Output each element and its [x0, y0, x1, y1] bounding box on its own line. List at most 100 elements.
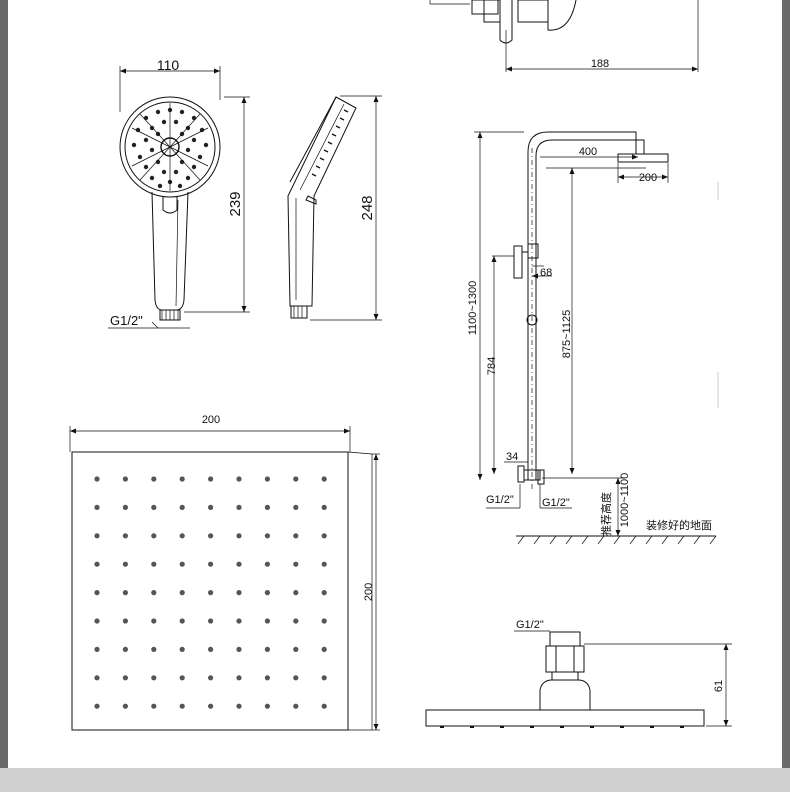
spray-nozzle [236, 533, 242, 539]
spray-nozzle [293, 646, 299, 653]
spray-nozzle [179, 618, 185, 624]
spray-nozzle [151, 646, 157, 653]
spray-nozzle [208, 561, 214, 567]
spray-nozzle [122, 533, 128, 539]
dim-handshower-height-side: 248 [359, 195, 376, 220]
spray-nozzle [151, 533, 157, 539]
spray-nozzle [122, 618, 128, 624]
spray-nozzle [264, 504, 270, 510]
dim-handshower-width: 110 [157, 57, 180, 73]
spray-nozzle [264, 703, 270, 709]
label-head-thread: G1/2" [516, 619, 544, 631]
spray-nozzle [293, 703, 299, 709]
spray-nozzle [122, 561, 128, 567]
spray-nozzle [94, 504, 100, 510]
spray-nozzle [94, 618, 100, 624]
dim-column-height: 1100~1300 [467, 281, 479, 336]
spray-nozzle [236, 590, 242, 596]
spray-nozzle [179, 561, 185, 567]
spray-nozzle [293, 561, 299, 567]
spray-nozzle [293, 533, 299, 539]
spray-nozzle [293, 675, 299, 681]
label-finished-floor: 装修好的地面 [646, 518, 712, 532]
spray-nozzle [179, 476, 185, 482]
spray-nozzle [293, 590, 299, 596]
handshower-side-view: 248 [287, 95, 382, 321]
spray-nozzle [321, 476, 327, 482]
spray-nozzle [264, 561, 270, 567]
top-valve-view: 188 [429, 0, 699, 72]
spray-nozzle [151, 618, 157, 624]
spray-nozzle [208, 533, 214, 539]
spray-nozzle [122, 646, 128, 653]
spray-nozzle [321, 675, 327, 681]
spray-nozzle [236, 646, 242, 653]
spray-nozzle [293, 618, 299, 624]
spray-nozzle [293, 504, 299, 510]
spray-nozzle [236, 476, 242, 482]
spray-nozzle [208, 646, 214, 653]
spray-nozzle [264, 675, 270, 681]
handshower-front-view: 110 [108, 57, 250, 329]
dim-head-width-side: 200 [639, 172, 657, 184]
spray-nozzle [94, 476, 100, 482]
spray-nozzle [94, 533, 100, 539]
spray-nozzle [151, 590, 157, 596]
spray-nozzle [151, 703, 157, 709]
spray-nozzle [321, 703, 327, 709]
spray-nozzle [94, 675, 100, 681]
spray-nozzle [236, 561, 242, 567]
shower-column-elevation: 400 200 68 1100~1300 784 [467, 131, 719, 545]
spray-nozzle [264, 618, 270, 624]
spray-nozzle [179, 590, 185, 596]
spray-nozzle [179, 504, 185, 510]
label-inlet-thread-left: G1/2" [486, 494, 514, 506]
spray-nozzle [122, 703, 128, 709]
spray-nozzle [151, 504, 157, 510]
spray-nozzle [179, 703, 185, 709]
spray-nozzle [208, 504, 214, 510]
drawing-sheet [8, 0, 782, 768]
spray-nozzle [179, 533, 185, 539]
spray-nozzle [122, 590, 128, 596]
spray-nozzle [321, 561, 327, 567]
spray-nozzle [94, 590, 100, 596]
bottom-band [0, 768, 790, 792]
spray-nozzle [94, 561, 100, 567]
dim-valve-offset: 34 [506, 451, 518, 463]
spray-nozzle [236, 618, 242, 624]
spray-nozzle [179, 646, 185, 653]
dim-top-width: 188 [591, 58, 609, 70]
dim-arm-length: 400 [579, 146, 597, 158]
dim-outlet-offset: 68 [540, 267, 552, 279]
square-head-plan-view: 200 200 [69, 414, 380, 731]
spray-nozzle [94, 646, 100, 653]
head-side-elevation: G1/2" 61 [425, 619, 732, 728]
spray-nozzle [236, 703, 242, 709]
nozzle-grid [94, 476, 327, 709]
spray-nozzle [321, 590, 327, 596]
spray-nozzle [122, 476, 128, 482]
spray-nozzle [94, 703, 100, 709]
spray-nozzle [264, 590, 270, 596]
spray-nozzle [293, 476, 299, 482]
dim-head-depth: 61 [713, 680, 725, 692]
label-inlet-thread-right: G1/2" [542, 497, 570, 509]
dim-square-top: 200 [202, 414, 220, 426]
spray-nozzle [321, 533, 327, 539]
dim-recommended-range: 1000~1100 [619, 473, 631, 528]
dim-square-side: 200 [363, 583, 375, 601]
spray-nozzle [122, 504, 128, 510]
spray-nozzle [122, 675, 128, 681]
spray-nozzle [321, 504, 327, 510]
dim-lower-height: 784 [486, 357, 498, 375]
spray-nozzle [151, 476, 157, 482]
spray-nozzle [321, 618, 327, 624]
spray-nozzle [208, 703, 214, 709]
spray-nozzle [151, 561, 157, 567]
label-handshower-thread: G1/2" [110, 313, 143, 328]
spray-nozzle [264, 476, 270, 482]
spray-nozzle [208, 675, 214, 681]
spray-nozzle [208, 476, 214, 482]
